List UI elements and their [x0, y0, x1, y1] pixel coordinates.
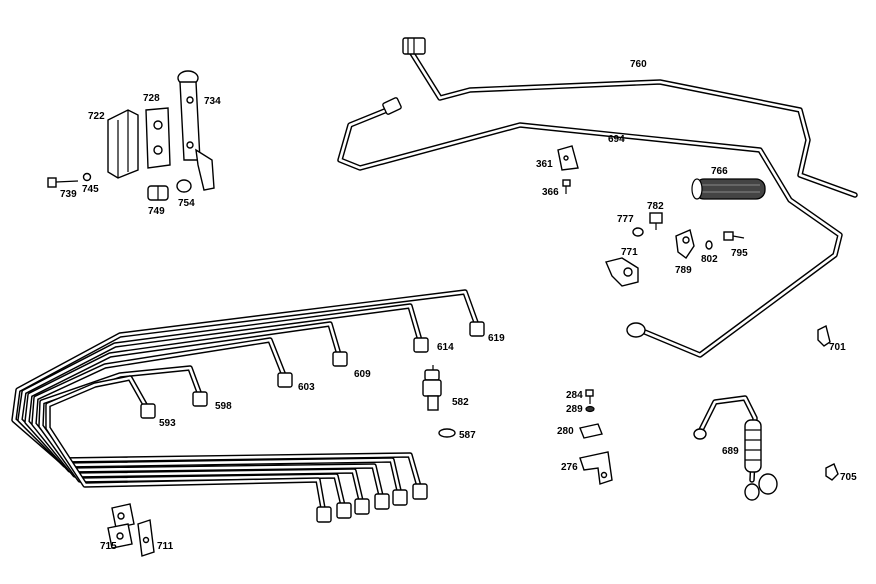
pipe-bottom-nuts	[316, 483, 428, 523]
clip-701	[817, 324, 831, 347]
label-711: 711	[157, 541, 174, 552]
gasket-587	[438, 428, 456, 438]
label-745: 745	[82, 184, 99, 195]
bolt-795	[723, 231, 745, 241]
washer-802	[705, 240, 713, 250]
clamp-789	[675, 229, 695, 260]
clamp-711	[137, 519, 155, 557]
label-609: 609	[354, 369, 371, 380]
pipe-760	[402, 37, 858, 198]
injection-pipe-bundle	[11, 289, 481, 517]
label-734: 734	[204, 96, 221, 107]
label-366: 366	[542, 187, 559, 198]
screw-366	[562, 179, 571, 194]
washer-777	[632, 227, 644, 237]
label-361: 361	[536, 159, 553, 170]
sleeve-766	[691, 178, 766, 200]
bracket-276	[579, 451, 613, 485]
label-276: 276	[561, 462, 578, 473]
label-789: 789	[675, 265, 692, 276]
label-614: 614	[437, 342, 454, 353]
label-619: 619	[488, 333, 505, 344]
bolt-749	[147, 185, 169, 201]
label-587: 587	[459, 430, 476, 441]
label-284: 284	[566, 390, 583, 401]
pipe-609-nut	[332, 351, 348, 367]
label-705: 705	[840, 472, 857, 483]
pipe-593-nut	[140, 403, 156, 419]
bracket-722	[107, 109, 139, 179]
label-722: 722	[88, 111, 105, 122]
part-labels: 760 694 722 728 734 739 745 749 754 361 …	[60, 59, 857, 552]
clamp-771	[605, 257, 639, 287]
label-280: 280	[557, 426, 574, 437]
label-728: 728	[143, 93, 160, 104]
pipe-603-nut	[277, 372, 293, 388]
pipe-694	[337, 97, 843, 358]
label-771: 771	[621, 247, 638, 258]
pipe-694-nut-bottom	[626, 322, 646, 338]
valve-582	[422, 365, 442, 411]
label-694: 694	[608, 134, 625, 145]
label-802: 802	[701, 254, 718, 265]
pipe-614-nut	[413, 337, 429, 353]
label-795: 795	[731, 248, 748, 259]
clamp-280	[579, 423, 603, 439]
pipe-598-nut	[192, 391, 208, 407]
label-598: 598	[215, 401, 232, 412]
label-582: 582	[452, 397, 469, 408]
bolt-284	[585, 389, 594, 404]
clamp-715	[107, 503, 135, 549]
label-754: 754	[178, 198, 195, 209]
label-289: 289	[566, 404, 583, 415]
flex-line-689	[693, 395, 778, 501]
label-777: 777	[617, 214, 634, 225]
label-593: 593	[159, 418, 176, 429]
washer-289	[585, 405, 595, 413]
label-760: 760	[630, 59, 647, 70]
label-766: 766	[711, 166, 728, 177]
bracket-734	[177, 70, 215, 191]
bolt-782	[649, 212, 663, 230]
label-689: 689	[722, 446, 739, 457]
label-603: 603	[298, 382, 315, 393]
label-782: 782	[647, 201, 664, 212]
bolt-739	[47, 177, 79, 188]
clip-705	[825, 463, 839, 481]
clamp-728	[145, 107, 171, 169]
washer-745	[82, 172, 92, 182]
label-715: 715	[100, 541, 117, 552]
bracket-361	[557, 145, 579, 171]
label-749: 749	[148, 206, 165, 217]
pipe-619-nut	[469, 321, 485, 337]
pipe-694-nut-top	[382, 97, 402, 115]
label-701: 701	[829, 342, 846, 353]
washer-754	[176, 179, 192, 193]
label-739: 739	[60, 189, 77, 200]
